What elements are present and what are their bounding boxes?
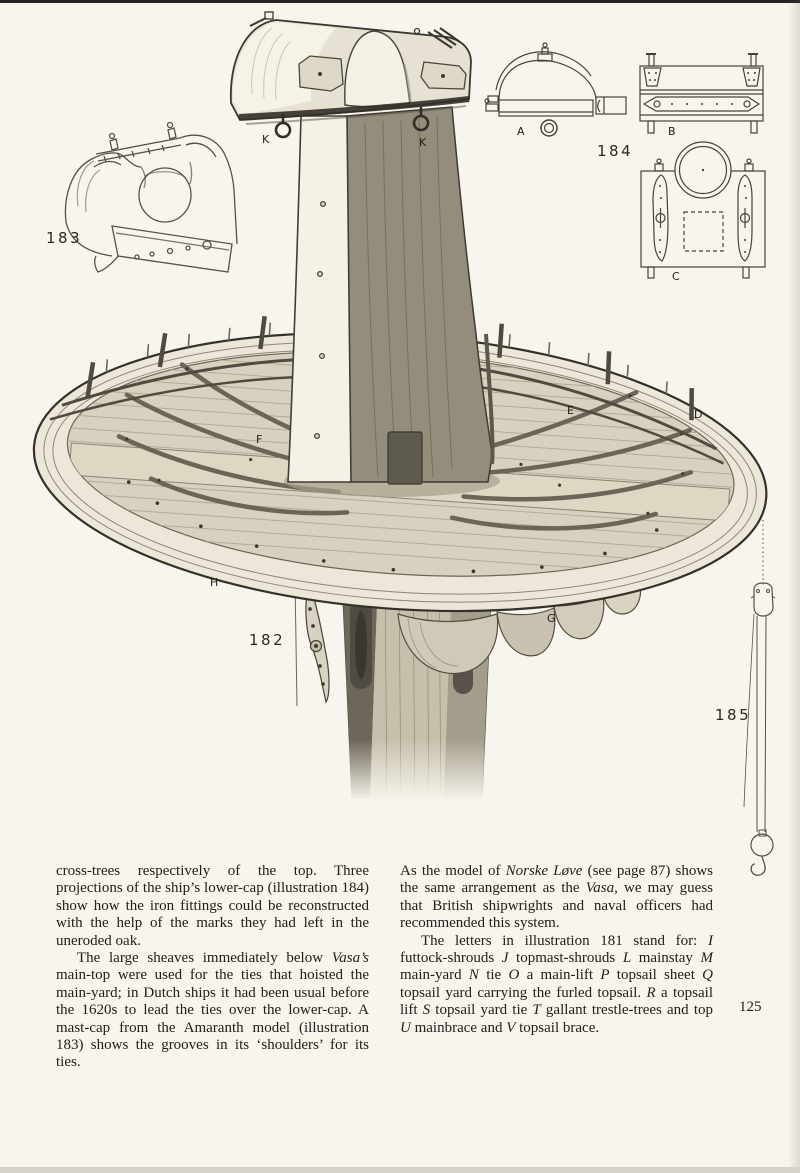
text-columns: cross-trees respectively of the top. Thr…	[56, 863, 713, 1072]
figure-number-183: 183	[46, 229, 82, 247]
part-letter-k-right: K	[419, 136, 427, 149]
figure-labels: 183 184 182 185 A B C K K D E F G H	[46, 125, 751, 724]
left-paragraph-1: cross-trees respectively of the top. Thr…	[56, 863, 369, 949]
part-letter-h: H	[210, 576, 218, 589]
part-letter-f: F	[256, 433, 262, 446]
right-paragraph-1: As the model of Norske Løve (see page 87…	[400, 863, 714, 932]
cap-top-cleats	[249, 11, 461, 49]
part-letter-d: D	[694, 408, 702, 421]
view-a-side	[484, 42, 627, 137]
left-paragraph-2: The large sheaves immediately below Vasa…	[56, 950, 369, 1071]
figure-183-mast-cap-sketch	[64, 121, 238, 273]
part-letter-b: B	[668, 125, 676, 138]
mast-doubling	[284, 106, 500, 497]
part-letter-g: G	[547, 612, 556, 625]
page-top-edge	[0, 0, 800, 3]
illustration-plate: 183 184 182 185 A B C K K D E F G H	[32, 11, 776, 876]
iron-batten-fitting	[305, 591, 330, 704]
cap-eyebolts	[274, 107, 430, 139]
masthead-tenon	[387, 431, 423, 485]
page-number: 125	[739, 999, 762, 1015]
figure-185-tackle	[743, 520, 776, 876]
part-letter-a: A	[517, 125, 525, 138]
bottom-block	[750, 833, 774, 857]
right-paragraph-2: The letters in illustration 181 stand fo…	[400, 932, 714, 1036]
right-column: As the model of Norske Løve (see page 87…	[400, 863, 713, 1072]
figure-number-184: 184	[597, 142, 633, 160]
view-b-plan	[639, 53, 764, 134]
part-letter-e: E	[567, 404, 574, 417]
hook	[750, 855, 766, 876]
view-c-front	[640, 141, 766, 279]
figure-182-main-top	[32, 11, 768, 801]
top-block	[753, 582, 774, 617]
figure-number-185: 185	[715, 706, 751, 724]
mast-cap	[230, 11, 472, 139]
page-right-edge	[788, 0, 800, 1173]
part-letter-c: C	[672, 270, 680, 283]
left-column: cross-trees respectively of the top. Thr…	[56, 863, 369, 1072]
figure-number-182: 182	[249, 631, 285, 649]
page-bottom-edge	[0, 1167, 800, 1173]
figure-184-lower-cap-views	[484, 42, 766, 279]
part-letter-k-left: K	[262, 133, 270, 146]
crowfeet-holes	[126, 480, 659, 574]
topmast	[287, 115, 352, 483]
